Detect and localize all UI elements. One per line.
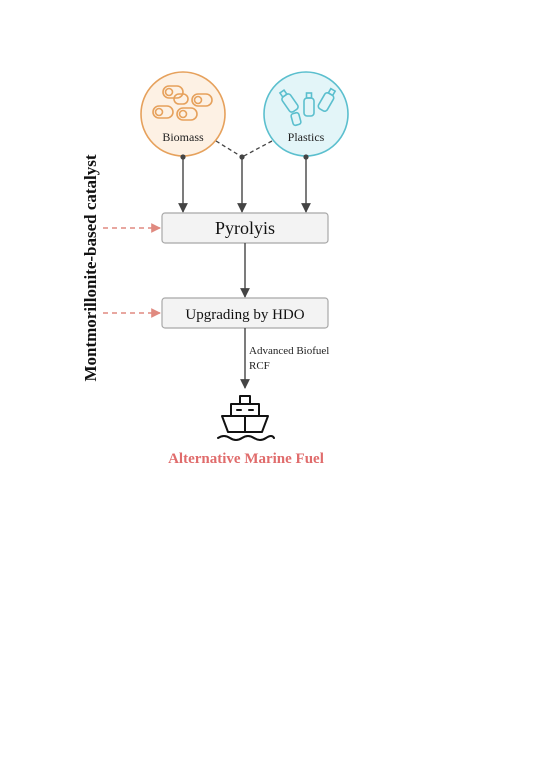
biomass-node: Biomass xyxy=(140,71,226,157)
biomass-label: Biomass xyxy=(162,130,204,144)
pyrolysis-box: Pyrolyis xyxy=(161,212,329,244)
ship-icon xyxy=(217,395,275,441)
output-label: Alternative Marine Fuel xyxy=(168,451,324,467)
mix-connector-right xyxy=(241,140,273,158)
mix-connector-left xyxy=(215,140,243,158)
product-label-rcf: RCF xyxy=(249,360,270,372)
plastic-bottles-icon xyxy=(278,87,337,127)
pyrolysis-label: Pyrolyis xyxy=(215,218,275,238)
wood-logs-icon xyxy=(152,85,213,121)
upgrading-box: Upgrading by HDO xyxy=(161,297,329,329)
product-label-advanced-biofuel: Advanced Biofuel xyxy=(249,345,329,357)
plastics-node: Plastics xyxy=(263,71,349,157)
upgrading-label: Upgrading by HDO xyxy=(185,307,304,323)
catalyst-side-label: Montmorillonite-based catalyst xyxy=(81,154,100,381)
plastics-label: Plastics xyxy=(288,130,325,144)
